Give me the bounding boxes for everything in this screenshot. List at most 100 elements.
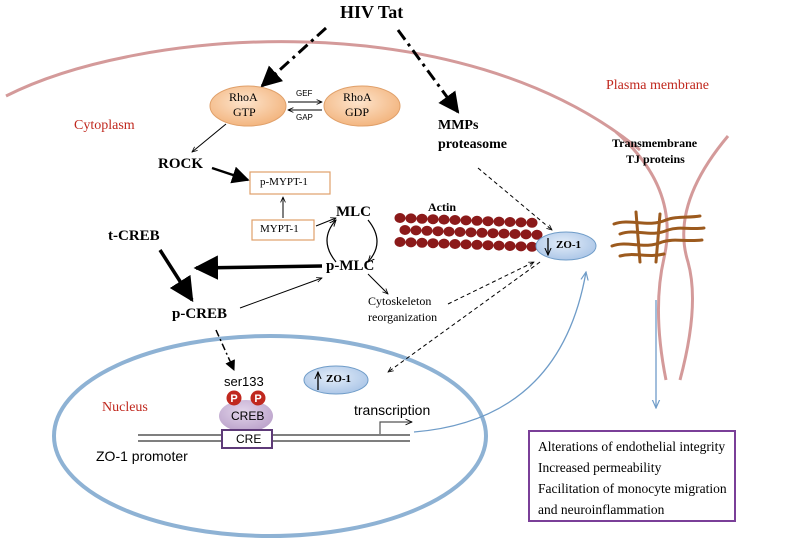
actin-bead [498,228,510,239]
arrow-transcription-to-zo1 [413,272,586,433]
arrow-pmlc-to-mlc [326,220,336,263]
actin-bead [449,239,461,249]
mmps-line2: proteasome [438,137,507,152]
gef-label: GEF [296,89,313,98]
actin-bead [526,217,538,228]
actin-bead [526,241,538,252]
actin-bead [454,227,466,237]
actin-bead [410,225,422,236]
actin-bead [421,225,433,236]
rhoa-gdp-line1: RhoA [343,90,372,104]
arrow-mlc-to-pmlc [368,219,378,262]
creb-protein [219,400,273,432]
mmps-line1: MMPs [438,118,479,133]
tj-line1: Transmembrane [612,136,698,150]
nucleus-envelope [52,334,488,538]
nucleus-label: Nucleus [102,400,148,415]
outcome-item: Facilitation of monocyte migration [538,481,727,496]
actin-bead [427,214,439,225]
rhoa-gtp-line1: RhoA [229,90,258,104]
zo1-nuclear-label: ZO-1 [326,373,352,385]
arrow-pcreb-to-ser133 [215,329,235,371]
actin-bead [460,215,472,226]
cre-box [221,429,273,449]
arrow-tat-to-rhoa [260,26,328,88]
plasma-membrane-label: Plasma membrane [606,78,710,93]
ser133-label: ser133 [224,374,264,389]
pmypt1-box [249,171,331,195]
rhoa-gdp-line2: GDP [345,105,370,119]
rhoa-gtp-line2: GTP [233,105,256,119]
actin-bead [515,241,527,252]
phospho-badge-2 [250,390,266,406]
arrow-zo1-to-nuclear-zo1 [388,261,541,372]
arrow-rhoa-to-rock [192,123,227,152]
cytoskeleton-line2: reorganization [368,310,438,324]
mypt1-box [251,219,315,241]
actin-bead [394,237,406,247]
plasma-membrane-inner [615,130,669,381]
tcreb-label: t-CREB [108,228,160,244]
arrow-pcreb-to-pmlc [239,278,322,309]
zo1-promoter-label: ZO-1 promoter [96,448,188,464]
rhoa-gdp-node [323,85,401,127]
actin-bead [449,215,461,225]
plasma-membrane-outer [5,40,641,152]
arrow-tcreb-to-pcreb [158,249,194,303]
actin-bead [405,237,417,248]
actin-bead [399,225,411,235]
mypt1-label: MYPT-1 [260,223,299,235]
actin-bead [520,229,532,240]
actin-bead [509,229,521,239]
actin-bead [438,214,450,225]
pcreb-label: p-CREB [172,306,228,322]
actin-bead [460,239,472,250]
actin-label: Actin [428,200,456,214]
pmypt1-label: p-MYPT-1 [260,176,308,188]
tj-line2: TJ proteins [626,152,685,166]
hiv-tat-label: HIV Tat [340,2,404,22]
mlc-label: MLC [336,204,371,220]
outcome-item: Alterations of endothelial integrity [538,439,726,454]
transcription-start-mark [379,422,412,434]
phospho-label-1: P [230,393,237,405]
arrow-cytoskeleton-to-zo1 [447,261,534,305]
actin-bead [432,226,444,237]
outcome-item: and neuroinflammation [538,502,665,517]
actin-bead [487,228,499,239]
pmlc-label: p-MLC [326,258,375,274]
actin-bead [443,226,455,237]
creb-label: CREB [231,409,265,423]
outcome-item: Increased permeability [538,460,662,475]
actin-bead [438,238,450,249]
arrow-pmlc-to-creb-path [193,255,323,280]
cytoplasm-label: Cytoplasm [74,118,135,133]
rock-label: ROCK [158,156,203,172]
actin-bead [416,237,428,248]
actin-bead [482,216,494,227]
actin-bead [476,227,488,238]
phospho-badge-1 [226,390,242,406]
arrow-mmps-to-zo1 [477,167,552,230]
actin-filament [394,213,543,252]
arrow-pmlc-to-cytoskeleton [367,273,388,294]
arrow-tat-to-mmps [396,29,460,114]
arrow-rock-to-pmypt [211,166,250,184]
actin-bead [531,229,543,240]
actin-bead [504,241,516,251]
tj-proteins-structure [610,210,706,264]
arrow-mypt-to-mlc [315,218,336,227]
actin-bead [471,239,483,250]
actin-bead [482,240,494,251]
actin-bead [471,215,483,226]
actin-bead [465,227,477,238]
zo1-membrane-label: ZO-1 [556,239,582,251]
actin-bead [427,238,439,249]
actin-bead [416,213,428,224]
actin-bead [405,213,417,224]
cytoskeleton-line1: Cytoskeleton [368,294,432,308]
actin-bead [515,217,527,228]
plasma-membrane-outside [678,135,730,381]
